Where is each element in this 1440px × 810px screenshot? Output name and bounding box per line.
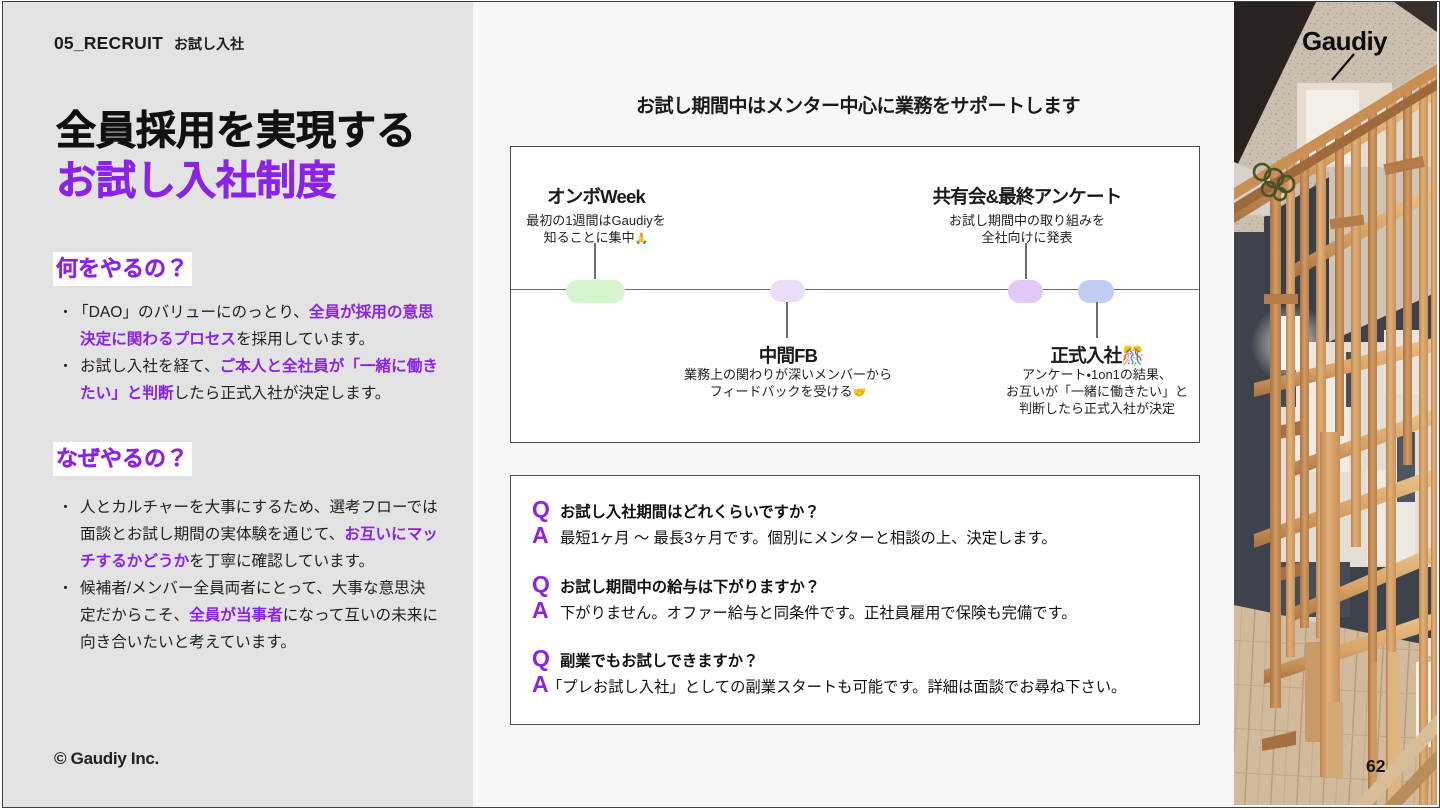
svg-text:Gaudiy: Gaudiy [1302,26,1388,56]
